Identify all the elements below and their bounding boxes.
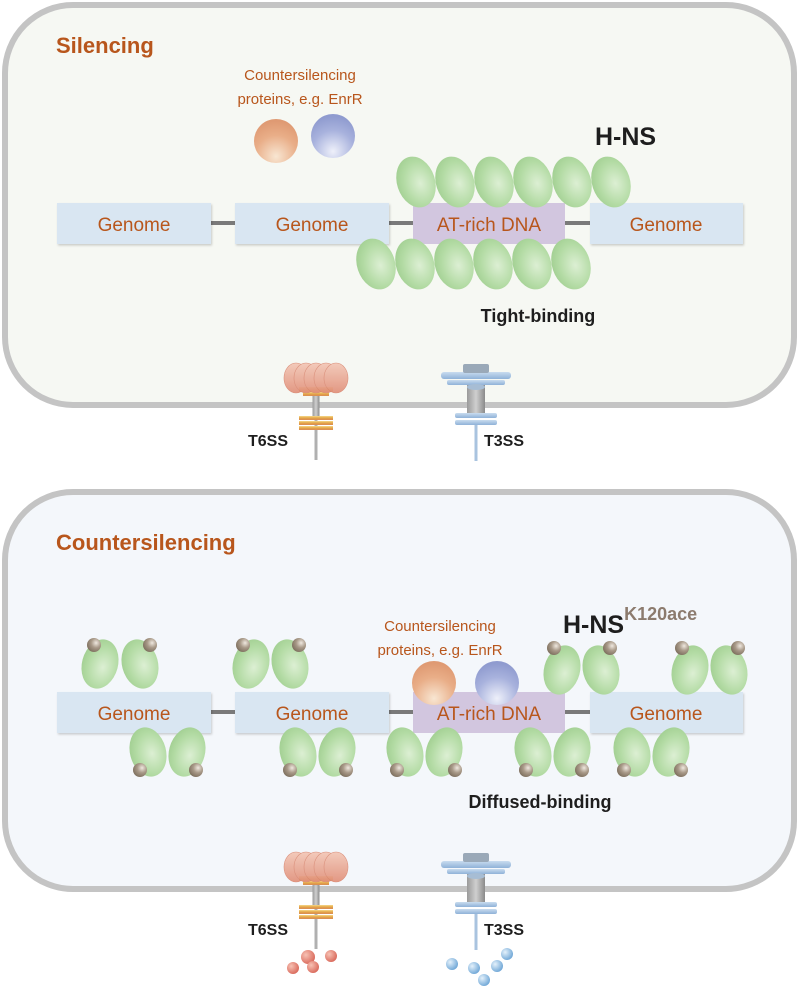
acetyl-group — [390, 763, 404, 777]
acetylated-hns-dimers-bottom — [129, 727, 690, 777]
hns-dimer — [386, 727, 463, 777]
hns-monomer — [512, 238, 552, 290]
hns-monomer — [435, 156, 475, 208]
effector-particle — [307, 961, 319, 973]
t3ss-secreted-effectors — [446, 948, 513, 986]
hns-dimer — [671, 641, 748, 695]
hns-monomer — [591, 156, 631, 208]
dna-strand — [57, 692, 743, 733]
countersilencing-note-line2: proteins, e.g. EnrR — [237, 91, 362, 108]
hns-monomer — [395, 238, 435, 290]
hns-dimer — [81, 638, 159, 689]
enrR-protein-blue — [475, 661, 519, 705]
acetyl-group — [339, 763, 353, 777]
binding-mode-label: Tight-binding — [481, 306, 596, 326]
countersilencing-panel: Countersilencing Countersilencing protei… — [2, 489, 797, 892]
hns-label: H-NS — [595, 123, 656, 151]
genome-label: Genome — [98, 215, 171, 236]
t6ss-apparatus — [283, 851, 349, 949]
hns-monomer — [551, 238, 591, 290]
at-rich-dna-segment — [413, 203, 565, 244]
hns-monomer — [434, 238, 474, 290]
acetyl-group — [292, 638, 306, 652]
effector-particle — [478, 974, 490, 986]
effector-particle — [446, 958, 458, 970]
acetyl-group — [675, 641, 689, 655]
t6ss-label: T6SS — [248, 433, 288, 450]
at-rich-dna-label: AT-rich DNA — [437, 215, 541, 236]
hns-monomer — [552, 156, 592, 208]
genome-segment — [590, 203, 743, 244]
hns-monomer — [513, 156, 553, 208]
countersilencing-note-line1: Countersilencing — [384, 618, 496, 635]
hns-dimer — [514, 727, 591, 777]
dna-strand — [57, 203, 743, 244]
hns-oligomer-bottom — [356, 238, 591, 290]
hns-label-text: H-NS — [563, 611, 624, 639]
hns-dimer — [543, 641, 620, 695]
acetylated-hns-dimers-top — [81, 638, 748, 695]
t3ss-label: T3SS — [484, 922, 524, 939]
hns-dimer — [129, 727, 206, 777]
hns-dimer — [232, 638, 309, 689]
countersilencing-note-line1: Countersilencing — [244, 67, 356, 84]
panel-title: Countersilencing — [56, 530, 236, 555]
enrR-protein-orange — [254, 119, 298, 163]
t6ss-apparatus — [283, 362, 349, 460]
genome-segment — [235, 203, 389, 244]
panel-background — [2, 2, 797, 408]
binding-mode-label: Diffused-binding — [469, 792, 612, 812]
effector-particle — [325, 950, 337, 962]
acetyl-group — [236, 638, 250, 652]
acetyl-group — [143, 638, 157, 652]
hns-oligomer-top — [396, 156, 631, 208]
acetyl-group — [133, 763, 147, 777]
panel-title: Silencing — [56, 33, 154, 58]
genome-label: Genome — [98, 704, 171, 725]
acetyl-group — [283, 763, 297, 777]
acetyl-group — [547, 641, 561, 655]
hns-monomer — [474, 156, 514, 208]
genome-segment — [57, 692, 211, 733]
acetyl-group — [87, 638, 101, 652]
genome-label: Genome — [630, 215, 703, 236]
genome-label: Genome — [630, 704, 703, 725]
hns-monomer — [396, 156, 436, 208]
genome-label: Genome — [276, 704, 349, 725]
effector-particle — [468, 962, 480, 974]
hns-dimer — [613, 727, 690, 777]
acetyl-group — [674, 763, 688, 777]
panel-background — [2, 489, 797, 892]
hns-label: H-NSK120ace — [563, 604, 697, 639]
acetyl-group — [519, 763, 533, 777]
acetyl-group — [603, 641, 617, 655]
at-rich-dna-label: AT-rich DNA — [437, 704, 541, 725]
genome-segment — [590, 692, 743, 733]
acetyl-group — [448, 763, 462, 777]
t6ss-label: T6SS — [248, 922, 288, 939]
genome-segment — [235, 692, 389, 733]
genome-label: Genome — [276, 215, 349, 236]
enrR-protein-blue — [311, 114, 355, 158]
acetyl-group — [617, 763, 631, 777]
hns-monomer — [356, 238, 396, 290]
t3ss-apparatus — [441, 853, 511, 950]
acetyl-group — [189, 763, 203, 777]
t3ss-apparatus — [441, 364, 511, 461]
effector-particle — [287, 962, 299, 974]
hns-monomer — [473, 238, 513, 290]
effector-particle — [501, 948, 513, 960]
genome-segment — [57, 203, 211, 244]
hns-dimer — [279, 727, 356, 777]
t3ss-label: T3SS — [484, 433, 524, 450]
countersilencing-note-line2: proteins, e.g. EnrR — [377, 642, 502, 659]
effector-particle — [491, 960, 503, 972]
t6ss-secreted-effectors — [287, 950, 337, 974]
enrR-protein-orange — [412, 661, 456, 705]
acetyl-group — [731, 641, 745, 655]
acetyl-group — [575, 763, 589, 777]
effector-particle — [301, 950, 315, 964]
hns-acetylation-superscript: K120ace — [624, 604, 697, 624]
silencing-panel: Silencing Countersilencing proteins, e.g… — [2, 2, 797, 408]
